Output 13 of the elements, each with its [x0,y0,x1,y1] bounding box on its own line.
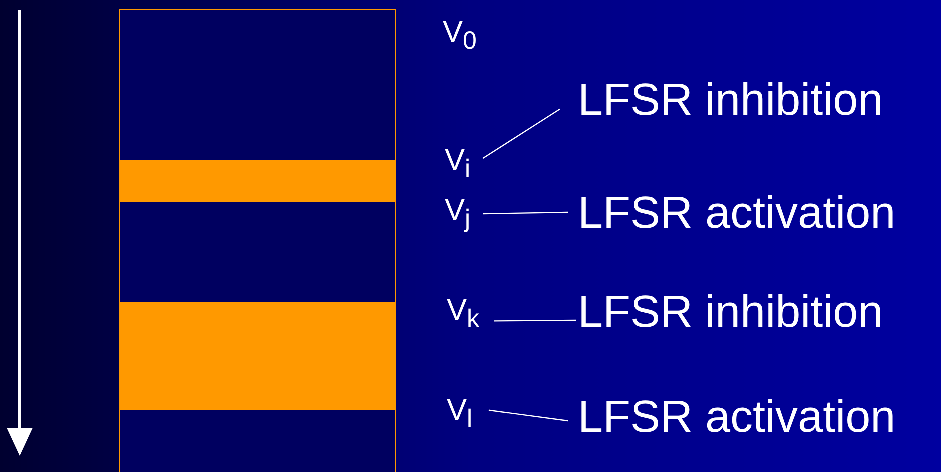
annotation-text: LFSR activation [578,190,896,235]
annotation-text: LFSR activation [578,394,896,439]
annotation-text: LFSR inhibition [578,289,884,334]
vector-label: V$_{j}$ [445,196,471,232]
leader-line [494,320,576,322]
vector-label: V$_{l}$ [447,396,473,432]
leader-line [488,410,568,422]
vector-label: V$_{0}$ [443,18,477,54]
leader-line [482,212,568,215]
annotation-text: LFSR inhibition [578,77,884,122]
vector-label: V$_{k}$ [447,296,480,332]
leader-line [482,108,560,160]
vector-label: V$_{i}$ [445,146,471,182]
